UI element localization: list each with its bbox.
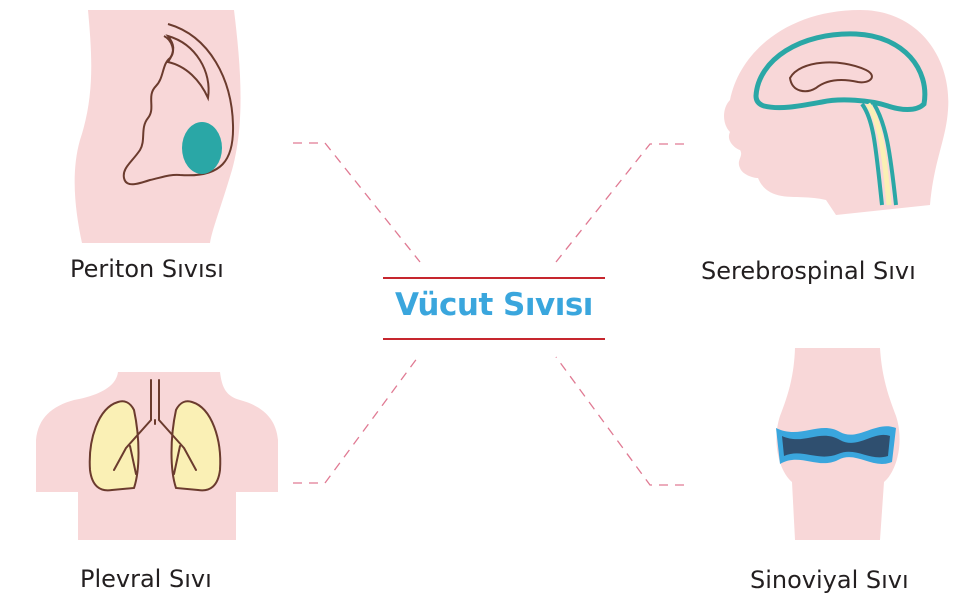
- periton-label: Periton Sıvısı: [70, 255, 224, 283]
- connector-serebrospinal: [555, 143, 684, 263]
- plevral-label: Plevral Sıvı: [80, 565, 212, 593]
- plevral-illustration: [36, 372, 278, 540]
- periton-illustration: [74, 10, 241, 243]
- connector-plevral: [293, 356, 419, 484]
- title-rule-top: [383, 277, 605, 279]
- connector-sinoviyal: [555, 356, 684, 486]
- connector-periton: [293, 142, 421, 263]
- bowel-loop: [165, 34, 210, 102]
- csf-channel: [865, 102, 892, 206]
- right-lung: [170, 400, 222, 492]
- brain-inner: [788, 61, 873, 93]
- title-rule-bottom: [383, 338, 605, 340]
- trachea-bronchi: [113, 379, 197, 475]
- connector-lines: [293, 142, 684, 486]
- peritoneal-cavity-outline: [122, 23, 235, 186]
- sinoviyal-illustration: [776, 348, 900, 540]
- sinoviyal-label: Sinoviyal Sıvı: [750, 566, 909, 594]
- center-title: Vücut Sıvısı: [395, 287, 593, 323]
- synovial-fluid: [782, 434, 890, 458]
- serebrospinal-label: Serebrospinal Sıvı: [701, 257, 916, 285]
- peritoneal-fluid: [182, 122, 222, 174]
- chest-silhouette: [36, 372, 278, 540]
- center-title-box: Vücut Sıvısı: [383, 277, 605, 340]
- spinal-cord: [860, 102, 898, 206]
- abdomen-silhouette: [74, 10, 241, 243]
- left-lung: [88, 400, 140, 492]
- serebrospinal-illustration: [724, 10, 949, 215]
